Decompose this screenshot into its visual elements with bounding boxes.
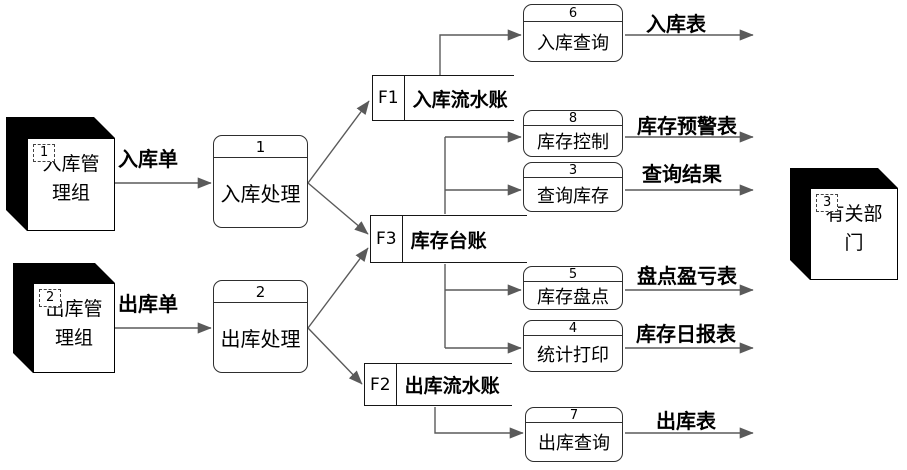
process-number: 6 [524,5,622,22]
datastore-f3-inventory-ledger: F3 库存台账 [370,215,527,263]
process-number: 3 [524,163,622,178]
flow-label-outbound-table: 出库表 [656,409,716,433]
entity-number: 2 [39,289,62,307]
arrow-p2-to-f3 [307,247,369,329]
datastore-name: 出库流水账 [404,375,500,397]
arrow-p1-to-f1 [307,100,370,184]
process-name: 查询库存 [537,185,609,207]
datastore-id: F1 [373,76,405,120]
entity-name: 入库管 理组 [42,153,100,205]
datastore-name: 入库流水账 [412,88,508,111]
process-inventory-count: 5 库存盘点 [523,266,623,310]
process-name: 统计打印 [537,344,609,366]
arrow-p1-to-f3 [307,182,369,235]
process-number: 5 [524,267,622,282]
flow-label-inbound-form: 入库单 [118,147,178,171]
datastore-name: 库存台账 [410,229,487,252]
process-query-inventory: 3 查询库存 [523,162,623,212]
process-stats-print: 4 统计打印 [523,320,623,372]
process-number: 7 [526,408,622,423]
entity-related-depts: 3 有关部 门 [810,188,898,280]
process-number: 8 [524,111,622,126]
entity-number: 1 [33,144,56,162]
process-outbound-processing: 2 出库处理 [213,280,308,373]
arrow-p2-to-f2 [307,327,363,385]
process-number: 4 [524,321,622,336]
arrow-f2-to-p7 [434,407,524,439]
process-name: 入库处理 [220,182,301,206]
process-name: 入库查询 [537,32,609,54]
process-number: 2 [214,281,307,303]
flow-label-daily-report: 库存日报表 [636,322,736,346]
flow-label-query-result: 查询结果 [642,162,722,186]
process-outbound-query: 7 出库查询 [525,407,623,462]
process-name: 出库处理 [220,327,301,351]
datastore-id: F3 [371,216,403,262]
flow-label-count-table: 盘点盈亏表 [637,264,737,288]
process-name: 库存盘点 [537,286,609,308]
flow-label-inbound-table: 入库表 [646,12,706,36]
datastore-f2-outbound-journal: F2 出库流水账 [364,363,512,406]
process-inbound-query: 6 入库查询 [523,4,623,62]
entity-number: 3 [816,194,839,212]
process-inbound-processing: 1 入库处理 [213,135,308,228]
process-inventory-control: 8 库存控制 [523,110,623,157]
entity-inbound-group: 1 入库管 理组 [27,138,115,231]
process-name: 出库查询 [538,433,610,454]
flow-label-warning-table: 库存预警表 [637,114,737,138]
entity-outbound-group: 2 出库管 理组 [33,283,115,373]
datastore-id: F2 [365,364,397,405]
arrow-f1-to-p6 [439,29,522,75]
process-name: 库存控制 [537,132,609,153]
process-number: 1 [214,136,307,158]
entity-name: 有关部 门 [825,203,883,255]
datastore-f1-inbound-journal: F1 入库流水账 [372,75,514,121]
flow-label-outbound-form: 出库单 [118,292,178,316]
